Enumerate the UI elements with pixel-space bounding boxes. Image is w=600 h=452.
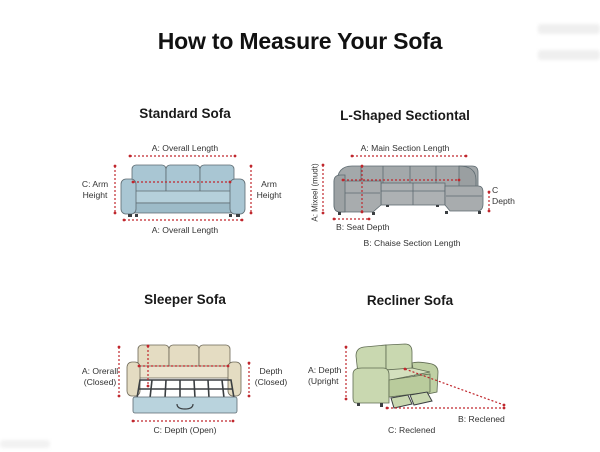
label-overall-length-bottom: A: Overall Length bbox=[151, 225, 219, 235]
label-chaise-section-length: B: Chaise Section Length bbox=[363, 238, 461, 248]
label-seat-depth: B: Seat Depth bbox=[336, 222, 390, 232]
label-arm-height-right: Arm Height bbox=[256, 179, 282, 200]
label-arm-height-left: C: Arm Height bbox=[81, 179, 109, 200]
label-depth-open: C: Depth (Open) bbox=[153, 425, 217, 435]
page-title: How to Measure Your Sofa bbox=[157, 28, 443, 54]
label-main-section-length: A: Main Section Length bbox=[360, 143, 450, 153]
background-blur-text bbox=[0, 440, 50, 448]
label-c-reclined: C: Reclened bbox=[388, 425, 436, 435]
panel-title: Recliner Sofa bbox=[366, 293, 454, 308]
panel-title: Standard Sofa bbox=[139, 106, 231, 121]
panel-title: Sleeper Sofa bbox=[144, 292, 226, 307]
label-depth-right: C Depth bbox=[492, 185, 515, 206]
label-b-reclined: B: Reclened bbox=[458, 414, 505, 424]
label-overall-closed: A: Orerall (Closed) bbox=[81, 366, 119, 387]
panel-title: L-Shaped Sectiontal bbox=[340, 108, 470, 123]
background-blur-text bbox=[538, 50, 600, 60]
label-depth-upright: A: Depth (Upright bbox=[308, 365, 342, 386]
label-overall-length-top: A: Overall Length bbox=[151, 143, 219, 153]
background-blur-text bbox=[538, 24, 600, 34]
label-depth-closed: Depth (Closed) bbox=[254, 366, 288, 387]
